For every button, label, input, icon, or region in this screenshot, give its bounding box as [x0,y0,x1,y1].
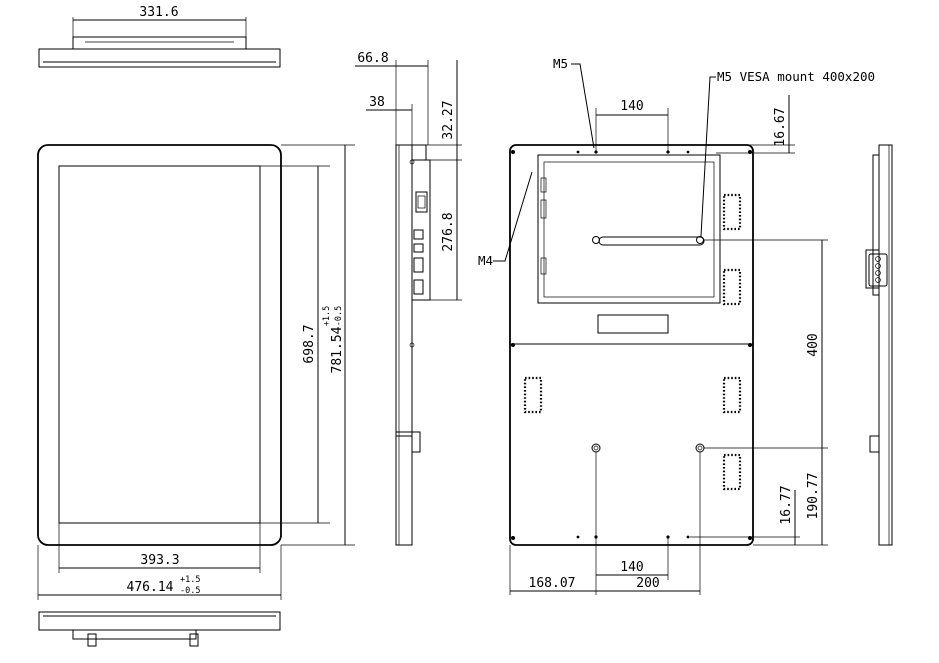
bottom-offset-dim: 16.77 [779,485,794,524]
top-hole-spacing-dim: 140 [620,99,643,114]
rear-vesa-hole-left-icon [591,443,601,453]
rear-vesa-hole-right-icon [695,443,705,453]
side-io-housing [411,159,431,301]
right-side-panel [878,144,893,546]
right-side-io-housing [872,154,880,296]
top-view: 331.6 [38,5,281,68]
side-panel [395,144,413,546]
m5-vesa-callout: M5 VESA mount 400x200 [717,69,875,84]
depth-body-dim: 38 [369,95,385,110]
rear-m5-hole-right-icon [696,236,704,244]
front-display-area [58,165,261,524]
side-view: 66.8 38 32.27 276.8 [355,51,462,546]
bottom-view-body [38,611,281,631]
bottom-view-foot-left [87,633,97,647]
rear-view: 140 16.67 400 190.77 16.77 140 168.07 20… [478,56,875,595]
m5-vesa-leader [700,76,716,237]
inner-width-dim: 393.3 [140,553,179,568]
right-side-stand-foot [869,435,880,453]
m4-callout: M4 [478,253,493,268]
bottom-view-foot-right [189,633,199,647]
offset-top-dim: 32.27 [441,100,456,139]
side-lan-port-icon [413,243,424,253]
bottom-hole-spacing-dim: 140 [620,560,643,575]
side-stand-foot [411,431,421,453]
rear-io-ports [540,177,547,275]
top-view-back-housing [72,36,247,50]
bottom-to-vesa-dim: 190.77 [806,473,821,520]
m5-leader [571,63,595,149]
m4-leader [493,171,533,262]
rear-label-plate [597,314,669,334]
front-view: 698.7 781.54 +1.5 -0.5 393.3 476.14 +1.5… [37,144,355,600]
front-bezel [37,144,282,546]
rear-m5-hole-left-icon [592,236,600,244]
outer-height-dim: 781.54 [330,326,345,373]
left-offset-dim: 168.07 [529,576,576,591]
io-height-dim: 276.8 [441,212,456,251]
side-usb-port-icon [413,229,424,240]
top-offset-dim: 16.67 [773,107,788,146]
m5-callout: M5 [553,56,568,71]
rear-housing [509,144,754,546]
rear-vent-grills [523,193,742,491]
side-power-port-icon [415,191,428,213]
bottom-view [38,611,281,647]
vesa-horizontal-dim: 200 [636,576,659,591]
outer-width-tol-minus: -0.5 [180,586,200,596]
side-serial-port-icon [413,257,424,273]
inner-height-dim: 698.7 [302,324,317,363]
side-vga-port-icon [413,279,424,295]
depth-total-dim: 66.8 [357,51,388,66]
top-view-body [38,48,281,68]
rear-mount-slot [598,236,705,246]
outer-height-tol-minus: -0.5 [334,306,344,326]
side-top-cap [411,144,427,161]
outer-height-tol-plus: +1.5 [322,306,332,326]
vesa-vertical-dim: 400 [806,333,821,356]
outer-width-dim: 476.14 [127,580,174,595]
rear-io-plate [537,154,721,304]
top-width-dim: 331.6 [139,5,178,20]
outer-width-tol-plus: +1.5 [180,575,200,585]
right-side-connector [865,249,880,289]
right-side-view [865,144,893,546]
